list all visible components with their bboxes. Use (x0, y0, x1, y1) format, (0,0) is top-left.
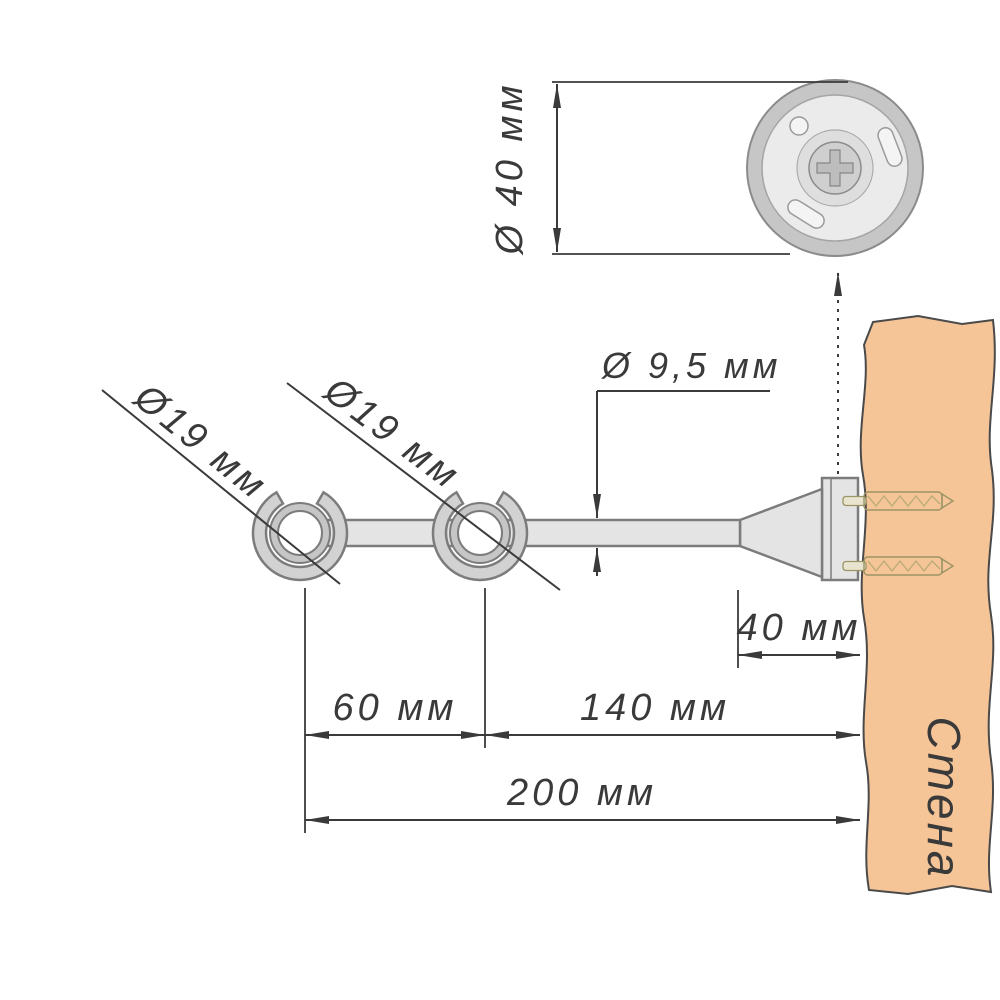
dowel-tip-top (941, 492, 955, 510)
dim-holder-spacing-label: 60 мм (333, 687, 458, 729)
cap-slot-right (877, 127, 903, 167)
dimensions: Ø 40 мм Ø 9,5 мм Ø19 мм Ø19 мм 40 мм (101, 81, 862, 833)
wall-shape (859, 314, 996, 896)
dim-wall-offset-label: 40 мм (737, 607, 862, 649)
dim-cap-diameter-label: Ø 40 мм (489, 81, 531, 256)
holder-cup-front (251, 490, 349, 582)
bracket-cone (738, 487, 824, 579)
dowel-tip-bottom (941, 557, 955, 575)
dowel-thread-top (867, 494, 941, 508)
dim-total-length-label: 200 мм (506, 772, 657, 814)
dim-wall-offset: 40 мм (737, 590, 862, 668)
dim-rear-to-wall-label: 140 мм (580, 687, 730, 729)
wall-anchor-top (842, 491, 955, 511)
dim-front-holder-label: Ø19 мм (125, 375, 276, 509)
dowel-thread-bottom (867, 559, 941, 573)
dim-total-length: 200 мм (305, 772, 860, 824)
end-cap-front-view (746, 79, 924, 257)
bracket-assembly (251, 476, 955, 582)
phillips-screw-icon (816, 149, 854, 187)
dim-rear-to-wall: 140 мм (485, 687, 860, 739)
dim-stem-diameter-label: Ø 9,5 мм (601, 345, 781, 386)
rod-section-front-inner (277, 510, 323, 556)
wall-anchor-bottom (842, 556, 955, 576)
screw-head-top (842, 495, 867, 507)
dim-holder-spacing: 60 мм (304, 588, 486, 833)
cap-hole (789, 116, 809, 136)
wall: Стена (859, 314, 996, 896)
dim-cap-diameter: Ø 40 мм (489, 81, 848, 257)
screw-head-bottom (842, 560, 867, 572)
cap-slot-bottom (787, 199, 825, 229)
wall-label: Стена (918, 716, 970, 879)
holder-cup-rear (431, 490, 529, 582)
dim-stem-diameter: Ø 9,5 мм (593, 345, 781, 576)
dim-rear-holder-label: Ø19 мм (315, 368, 468, 498)
